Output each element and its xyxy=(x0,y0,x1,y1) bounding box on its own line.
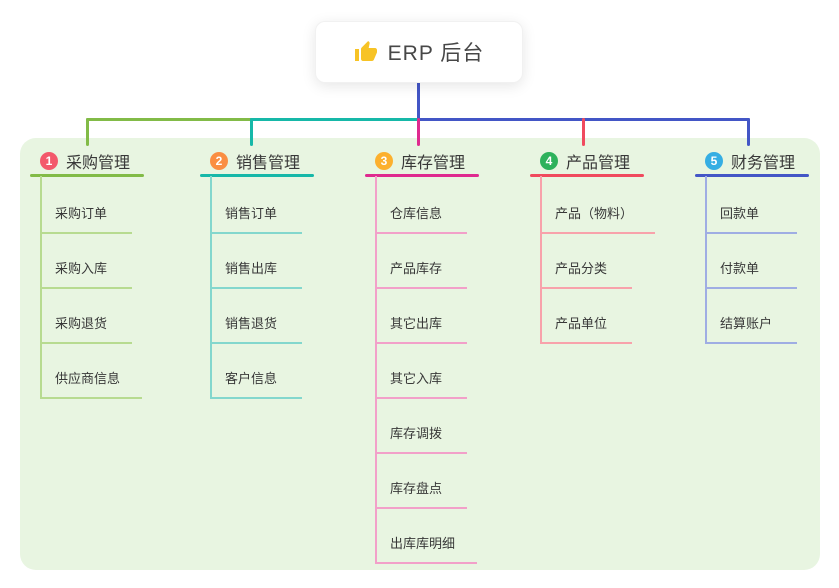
branch-underline xyxy=(30,174,144,177)
child-node[interactable]: 仓库信息 xyxy=(375,204,467,234)
mindmap-background-card xyxy=(20,138,820,570)
child-node[interactable]: 结算账户 xyxy=(705,314,797,344)
child-node[interactable]: 销售订单 xyxy=(210,204,302,234)
branch-title-label: 库存管理 xyxy=(401,155,466,172)
branch-number-badge: 3 xyxy=(375,152,393,170)
branch-title-label: 销售管理 xyxy=(236,155,301,172)
branch-number-badge: 2 xyxy=(210,152,228,170)
branch-node-3[interactable]: 3 库存管理 xyxy=(375,150,465,172)
bus-segment-teal xyxy=(250,118,420,121)
branch-title-label: 财务管理 xyxy=(731,155,796,172)
children-spine-line xyxy=(540,176,542,344)
child-node[interactable]: 其它入库 xyxy=(375,369,467,399)
branch-title-label: 采购管理 xyxy=(66,155,131,172)
thumbs-up-icon xyxy=(354,40,378,64)
child-node[interactable]: 出库库明细 xyxy=(375,534,478,564)
bus-segment-green xyxy=(86,118,253,121)
branch-number-badge: 1 xyxy=(40,152,58,170)
child-node[interactable]: 产品分类 xyxy=(540,259,632,289)
child-node[interactable]: 销售退货 xyxy=(210,314,302,344)
root-node[interactable]: ERP 后台 xyxy=(315,21,523,83)
branch-drop-line xyxy=(417,118,420,146)
child-node[interactable]: 采购订单 xyxy=(40,204,132,234)
child-node[interactable]: 客户信息 xyxy=(210,369,302,399)
branch-underline xyxy=(365,174,479,177)
branch-drop-line xyxy=(86,118,89,146)
branch-node-5[interactable]: 5 财务管理 xyxy=(705,150,795,172)
children-spine-line xyxy=(705,176,707,344)
children-spine-line xyxy=(375,176,377,564)
branch-number-badge: 5 xyxy=(705,152,723,170)
child-node[interactable]: 库存调拨 xyxy=(375,424,467,454)
root-stem-line xyxy=(417,80,420,121)
branch-title-label: 产品管理 xyxy=(566,155,631,172)
child-node[interactable]: 付款单 xyxy=(705,259,797,289)
branch-drop-line xyxy=(747,118,750,146)
branch-drop-line xyxy=(250,118,253,146)
child-node[interactable]: 供应商信息 xyxy=(40,369,143,399)
branch-underline xyxy=(530,174,644,177)
branch-node-1[interactable]: 1 采购管理 xyxy=(40,150,130,172)
child-node[interactable]: 产品（物料） xyxy=(540,204,656,234)
child-node[interactable]: 库存盘点 xyxy=(375,479,467,509)
branch-drop-line xyxy=(582,118,585,146)
branch-node-2[interactable]: 2 销售管理 xyxy=(210,150,300,172)
branch-underline xyxy=(695,174,809,177)
child-node[interactable]: 回款单 xyxy=(705,204,797,234)
child-node[interactable]: 其它出库 xyxy=(375,314,467,344)
root-node-label: ERP 后台 xyxy=(387,42,485,65)
child-node[interactable]: 产品库存 xyxy=(375,259,467,289)
branch-underline xyxy=(200,174,314,177)
child-node[interactable]: 产品单位 xyxy=(540,314,632,344)
child-node[interactable]: 采购入库 xyxy=(40,259,132,289)
child-node[interactable]: 销售出库 xyxy=(210,259,302,289)
branch-number-badge: 4 xyxy=(540,152,558,170)
child-node[interactable]: 采购退货 xyxy=(40,314,132,344)
branch-node-4[interactable]: 4 产品管理 xyxy=(540,150,630,172)
